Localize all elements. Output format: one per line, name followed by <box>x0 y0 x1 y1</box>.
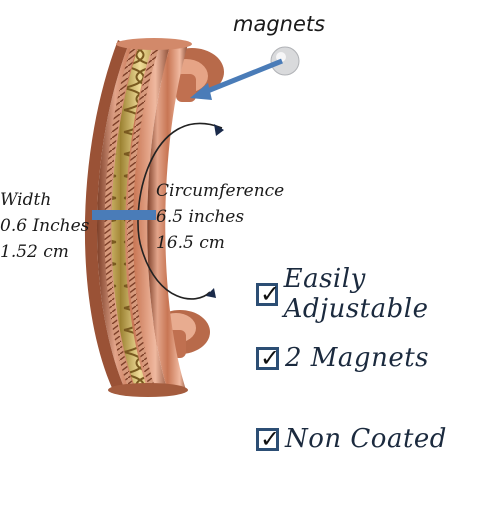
circular-arrow-icon <box>137 122 224 300</box>
checkbox-checked-icon: ✓ <box>256 425 280 453</box>
width-marker <box>92 210 156 220</box>
feature-label: Easily Adjustable <box>283 264 429 324</box>
feature-2-magnets: ✓ 2 Magnets <box>256 343 429 373</box>
checkbox-checked-icon: ✓ <box>256 280 280 308</box>
magnets-label: magnets <box>233 12 326 36</box>
circumference-cm: 16.5 cm <box>156 233 225 253</box>
width-inches: 0.6 Inches <box>0 216 90 236</box>
circumference-annotation: Circumference 6.5 inches 16.5 cm <box>156 178 284 256</box>
circumference-inches: 6.5 inches <box>156 207 245 227</box>
arrow-icon <box>190 58 283 100</box>
width-cm: 1.52 cm <box>0 242 69 262</box>
circumference-title: Circumference <box>156 181 285 201</box>
feature-non-coated: ✓ Non Coated <box>256 424 447 454</box>
feature-label: Non Coated <box>285 424 447 454</box>
feature-label: 2 Magnets <box>285 343 429 373</box>
width-annotation: Width 0.6 Inches 1.52 cm <box>0 187 89 265</box>
feature-easily-adjustable: ✓ Easily Adjustable <box>256 264 500 324</box>
checkbox-checked-icon: ✓ <box>256 344 280 372</box>
magnet-disc-icon <box>270 46 300 76</box>
width-title: Width <box>0 190 52 210</box>
